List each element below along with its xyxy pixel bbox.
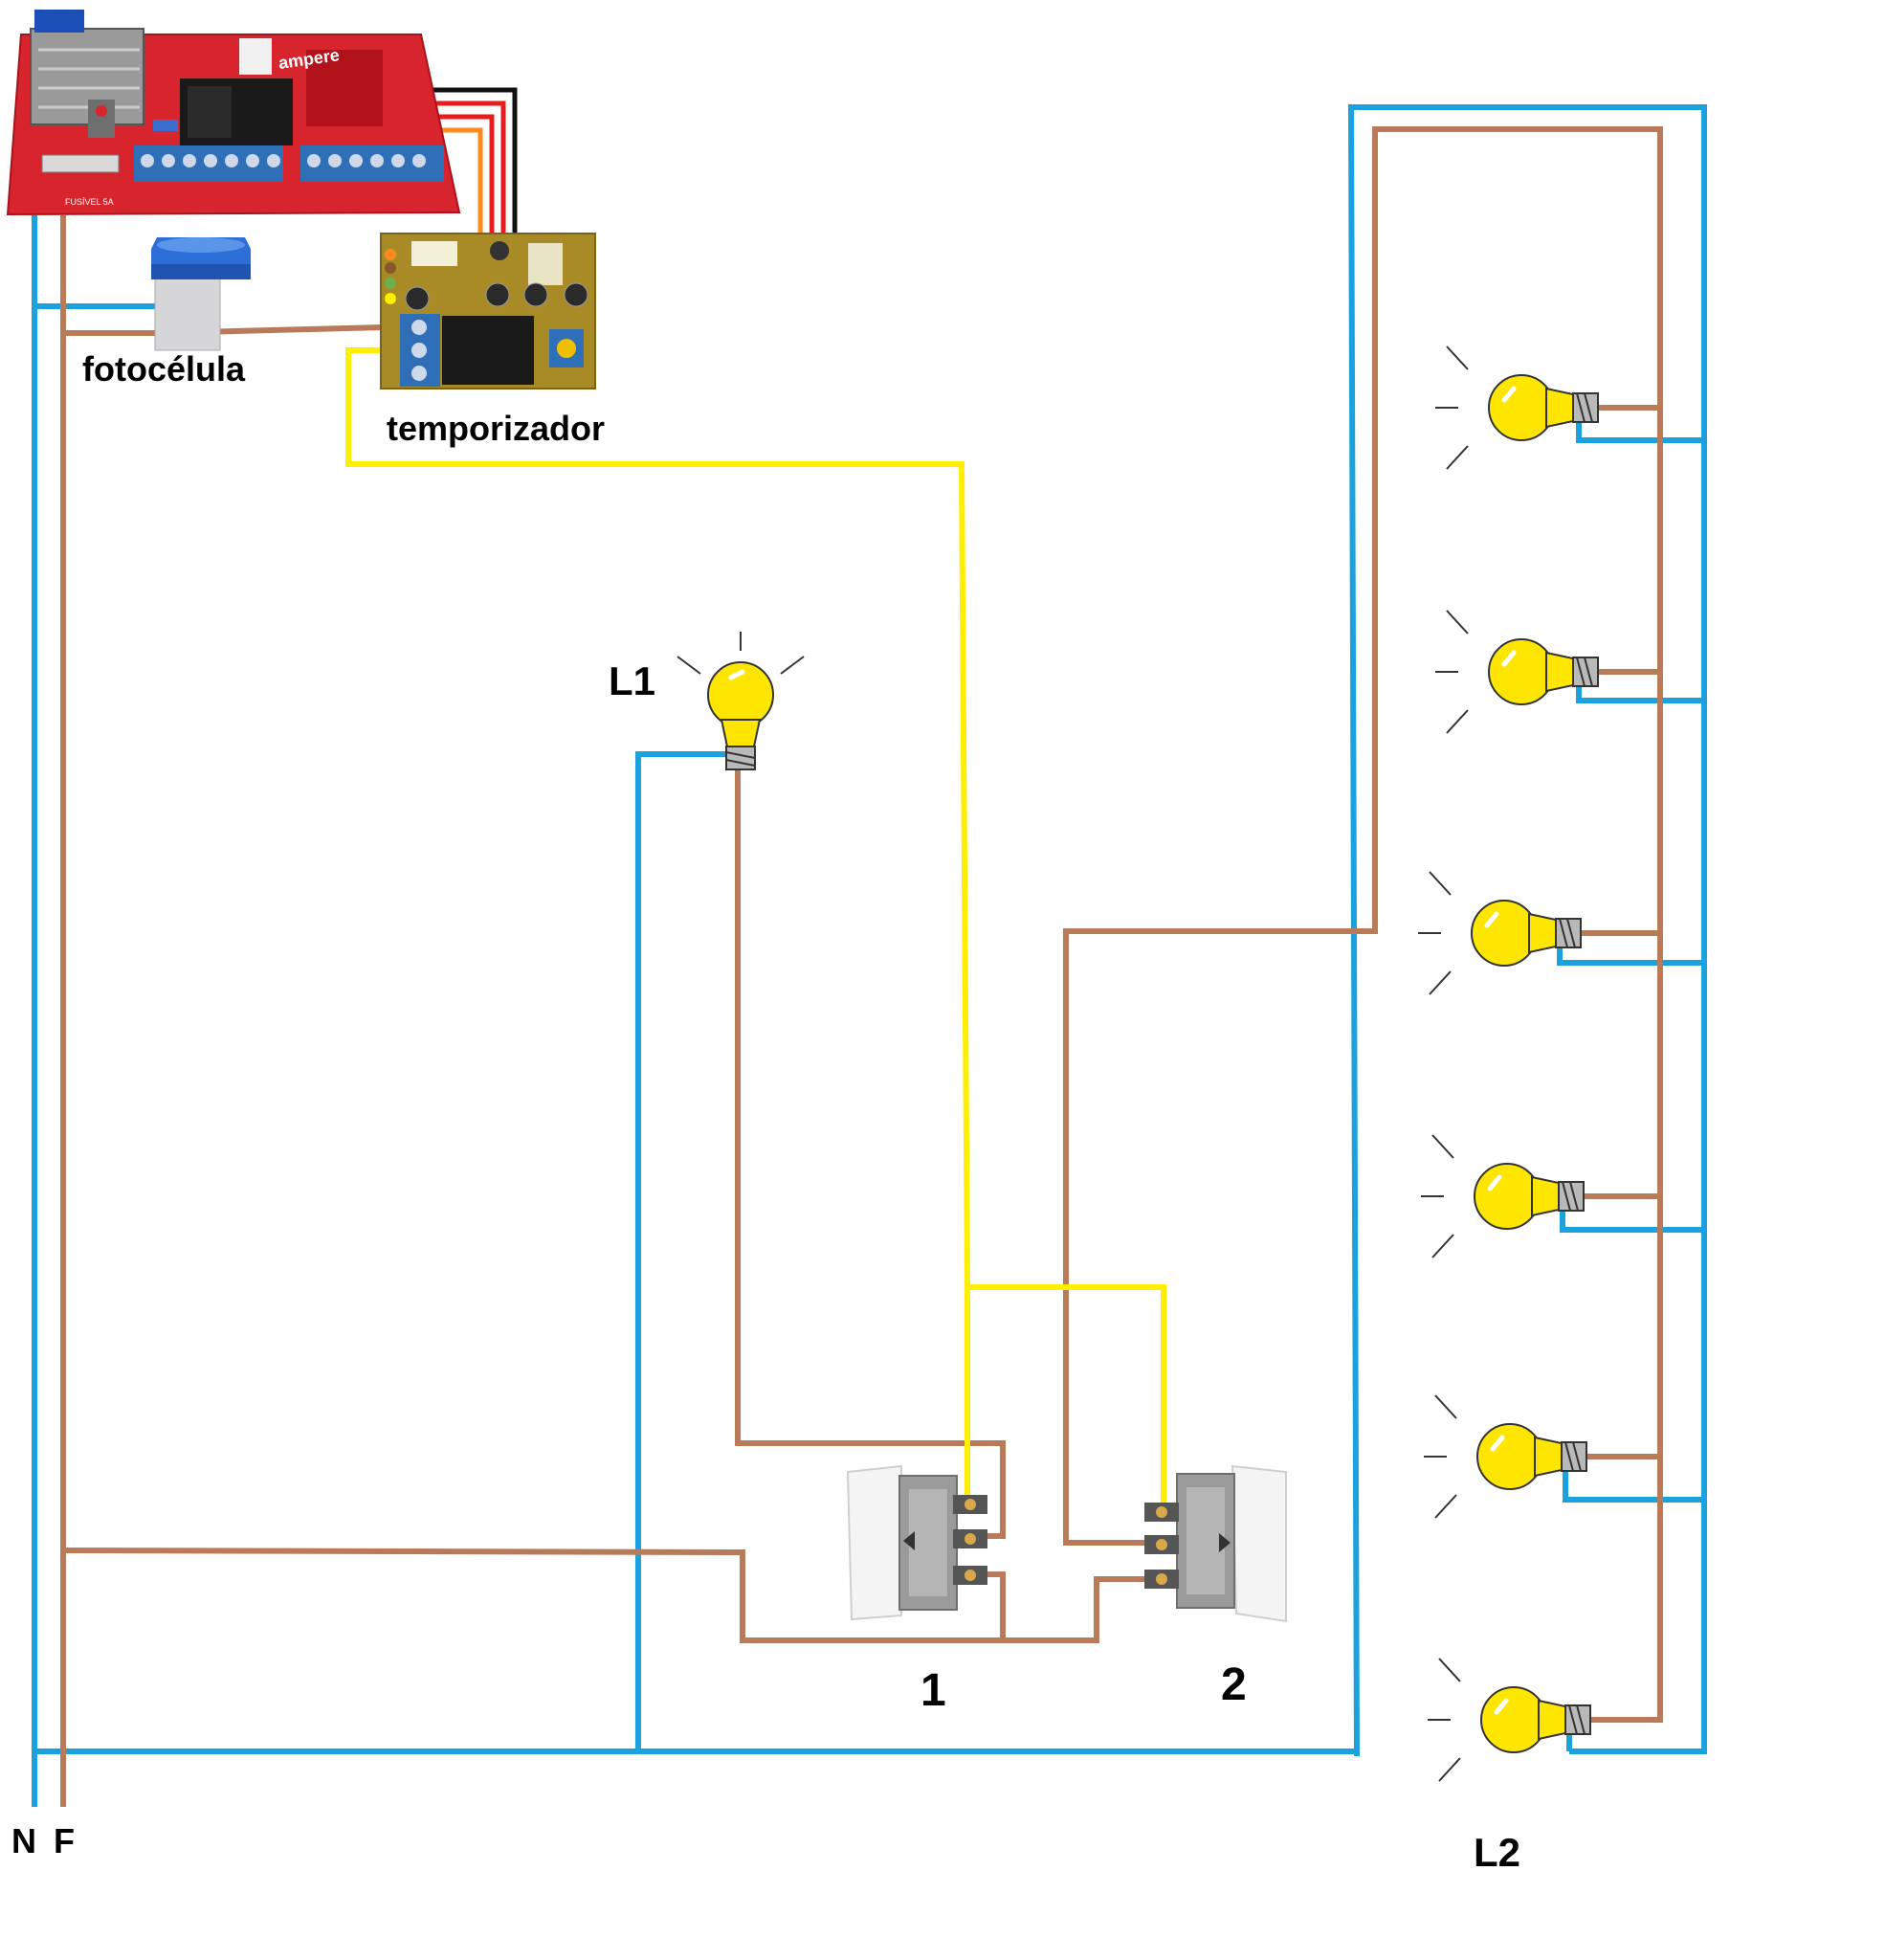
yellow-branch-wire <box>967 1284 1166 1512</box>
neutral-label: N <box>11 1821 36 1860</box>
phase-to-switches-wire <box>62 1548 1006 1643</box>
lamp-group-l2 <box>1418 346 1598 1781</box>
switch-1 <box>846 1464 987 1621</box>
gate-control-board: ampere FUSÍVEL 5A <box>6 10 461 216</box>
photocell-sensor <box>151 237 251 351</box>
lamp-l2-3 <box>1418 872 1581 994</box>
lamp-l1-label: L1 <box>609 658 655 703</box>
switch-1-label: 1 <box>920 1665 946 1716</box>
transformer <box>30 28 144 125</box>
photocell-label: fotocélula <box>82 349 246 389</box>
neutral-tap-lamp5 <box>1563 1469 1704 1503</box>
neutral-tap-lamp3 <box>1557 943 1704 966</box>
lamp-l2-1 <box>1435 346 1598 469</box>
lamp-l2-4 <box>1421 1135 1584 1258</box>
switch1-to-switch2-wire <box>1003 1576 1153 1643</box>
neutral-tap-lamp4 <box>1560 1208 1704 1233</box>
neutral-wires <box>32 104 1707 1807</box>
neutral-tap-lamp1 <box>1576 421 1704 443</box>
board-fuse-label: FUSÍVEL 5A <box>65 197 114 207</box>
neutral-to-l2-wire <box>1347 104 1707 1757</box>
neutral-bottom-bus-wire <box>34 1748 1360 1756</box>
control-wires <box>345 347 1166 1514</box>
neutral-to-l1-wire <box>635 751 727 1751</box>
lamp-l2-2 <box>1435 611 1598 733</box>
timer-label: temporizador <box>387 409 605 448</box>
switch-2-label: 2 <box>1221 1659 1247 1710</box>
lamp-l2-6 <box>1428 1659 1590 1781</box>
phase-photocell-to-timer-wire <box>63 324 384 336</box>
timer-relay <box>442 316 534 385</box>
timer-output-wire <box>345 347 970 1514</box>
lamp-l2-5 <box>1424 1395 1586 1518</box>
board-terminals-right <box>300 145 444 182</box>
lamp-l1 <box>677 632 804 769</box>
timer-module <box>380 233 596 390</box>
board-fuse <box>41 154 120 173</box>
board-terminals-left <box>134 145 283 182</box>
lamp-l2-label: L2 <box>1474 1830 1520 1875</box>
phase-label: F <box>54 1821 75 1860</box>
switch-2 <box>1144 1464 1287 1623</box>
l1-return-wire <box>735 756 1006 1539</box>
